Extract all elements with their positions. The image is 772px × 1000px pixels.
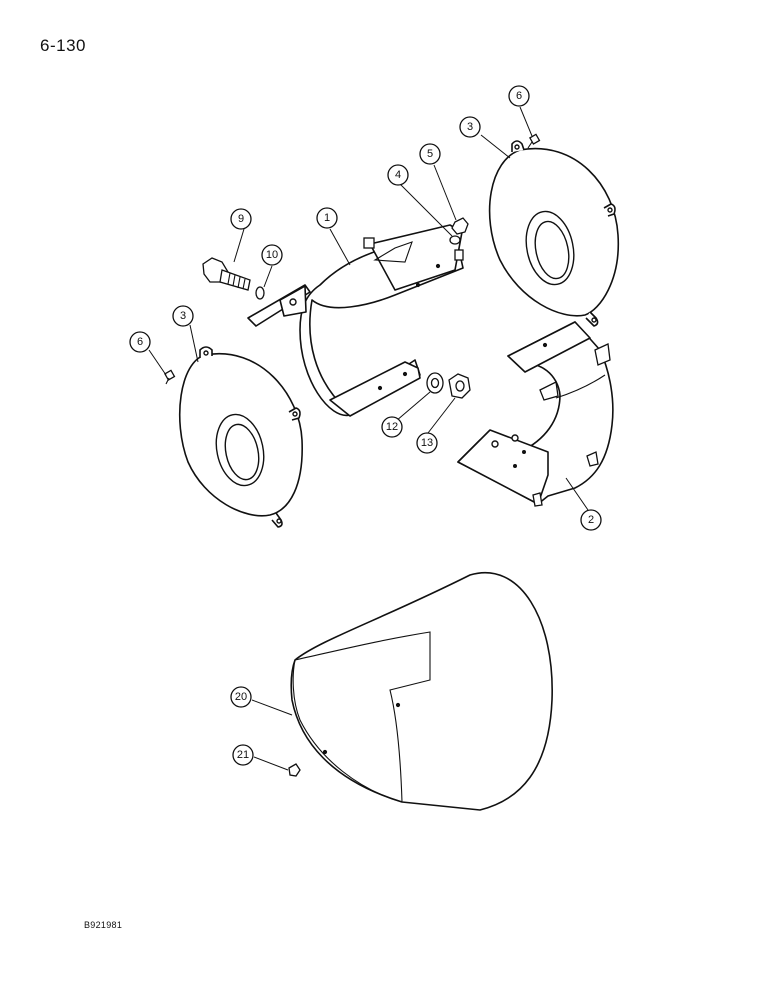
callout-12: 12 [381, 416, 403, 438]
svg-text:4: 4 [395, 169, 401, 181]
leader-lines [148, 106, 589, 771]
callout-13: 13 [416, 432, 438, 454]
callout-4: 4 [387, 164, 409, 186]
bracket-lower-half [457, 321, 614, 507]
svg-text:6: 6 [516, 90, 522, 102]
callout-21: 21 [232, 744, 254, 766]
page-number: 6-130 [40, 36, 86, 55]
svg-text:1: 1 [324, 212, 330, 224]
screw-upper [527, 133, 541, 149]
svg-text:3: 3 [180, 310, 186, 322]
drawing-code: B921981 [84, 920, 123, 930]
callout-1: 1 [316, 207, 338, 229]
callout-5: 5 [419, 143, 441, 165]
svg-text:6: 6 [137, 336, 143, 348]
svg-text:9: 9 [238, 213, 244, 225]
washer-upper [449, 235, 461, 245]
end-plate-upper-right [488, 140, 620, 327]
nut-lower [448, 373, 471, 399]
callout-3-lower: 3 [172, 305, 194, 327]
nut-upper [451, 217, 469, 235]
callout-20: 20 [230, 686, 252, 708]
callout-2: 2 [580, 509, 602, 531]
washer-small [255, 286, 265, 300]
callout-3-upper: 3 [459, 116, 481, 138]
screw-shroud [288, 763, 301, 777]
svg-text:12: 12 [386, 421, 398, 433]
svg-text:21: 21 [237, 749, 249, 761]
svg-text:3: 3 [467, 121, 473, 133]
end-plate-lower-left [178, 346, 303, 528]
screw-lower [164, 369, 176, 385]
bolt [202, 257, 251, 291]
svg-text:2: 2 [588, 514, 594, 526]
callout-9: 9 [230, 208, 252, 230]
svg-text:13: 13 [421, 437, 433, 449]
bracket-upper-half [247, 224, 464, 417]
svg-text:20: 20 [235, 691, 247, 703]
callout-6-upper: 6 [508, 85, 530, 107]
callout-10: 10 [261, 244, 283, 266]
shroud-cylinder [290, 572, 553, 811]
svg-text:10: 10 [266, 249, 278, 261]
callout-6-lower: 6 [129, 331, 151, 353]
washer-lower [426, 372, 444, 394]
svg-text:5: 5 [427, 148, 433, 160]
